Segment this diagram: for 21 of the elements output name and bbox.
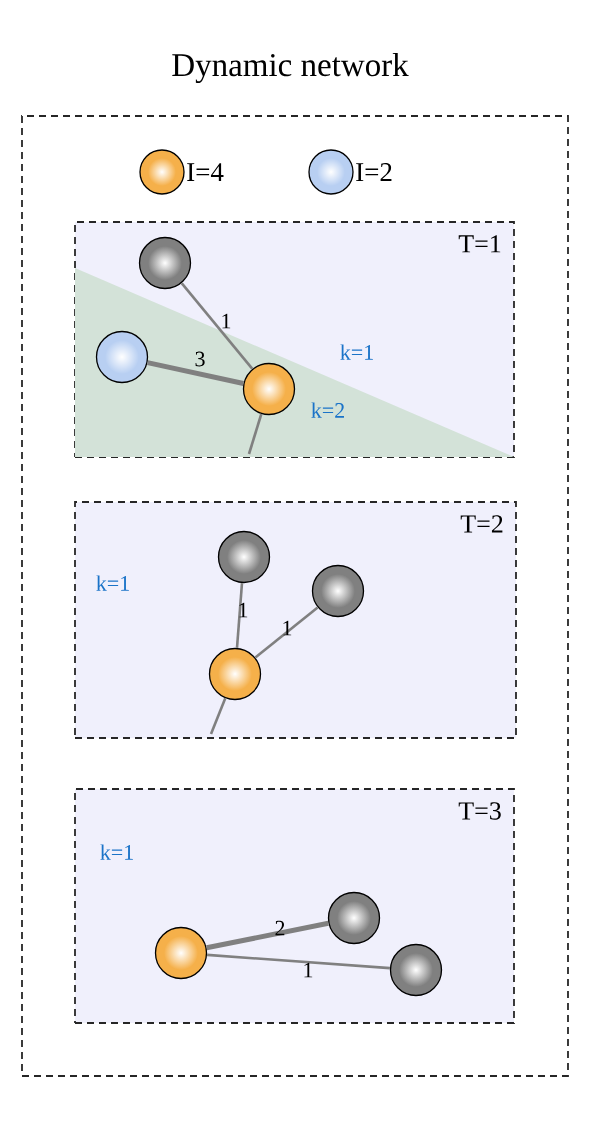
edge-line	[207, 953, 390, 970]
cluster-label: k=1	[96, 575, 129, 591]
edge-label: 3	[195, 351, 205, 367]
edge-line	[147, 360, 244, 386]
legend-label: I=2	[356, 163, 392, 181]
edge-label: 1	[304, 962, 313, 978]
title: Dynamic network	[172, 53, 409, 83]
edge-label: 2	[275, 920, 285, 936]
cluster-label: k=2	[311, 402, 344, 418]
cluster-label: k=1	[340, 344, 373, 360]
edge-label: 1	[222, 313, 231, 329]
edge-line	[180, 282, 254, 370]
edge-line	[254, 606, 319, 659]
edge-line	[209, 697, 227, 735]
edge-label: 1	[239, 602, 248, 618]
edge-line	[247, 413, 263, 455]
edge-label: 1	[283, 620, 292, 636]
edge-line	[235, 583, 244, 649]
legend-label: I=4	[187, 163, 224, 181]
edge-line	[206, 920, 329, 951]
cluster-label: k=1	[100, 844, 133, 860]
